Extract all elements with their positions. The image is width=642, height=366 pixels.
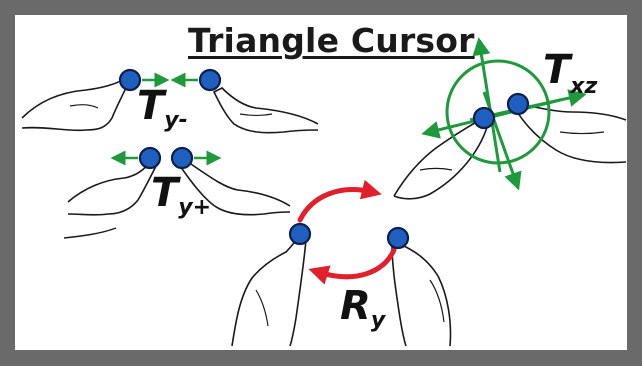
ty-minus-gesture	[21, 68, 319, 134]
red-arrow	[297, 179, 382, 223]
touch-point	[198, 68, 222, 92]
label-ty-plus: Ty+	[151, 170, 212, 220]
red-arrow	[308, 247, 397, 285]
ty-plus-gesture	[63, 146, 291, 239]
left-hand	[393, 119, 489, 200]
touch-point	[386, 226, 410, 250]
touch-point	[118, 68, 142, 92]
green-arrow	[482, 91, 522, 191]
touch-point	[138, 146, 162, 170]
label-txz: Txz	[543, 47, 598, 99]
ry-gesture	[231, 179, 452, 347]
touch-point	[170, 146, 194, 170]
label-ry: Ry	[340, 283, 386, 333]
touch-point	[288, 222, 312, 246]
txz-gesture	[393, 37, 627, 200]
touch-point	[472, 106, 496, 130]
left-hand	[67, 160, 158, 216]
right-hand	[178, 161, 291, 216]
diagram-title: Triangle Cursor	[188, 21, 475, 60]
touch-point	[506, 92, 530, 116]
label-ty-minus: Ty-	[137, 83, 188, 133]
right-hand	[212, 87, 319, 134]
